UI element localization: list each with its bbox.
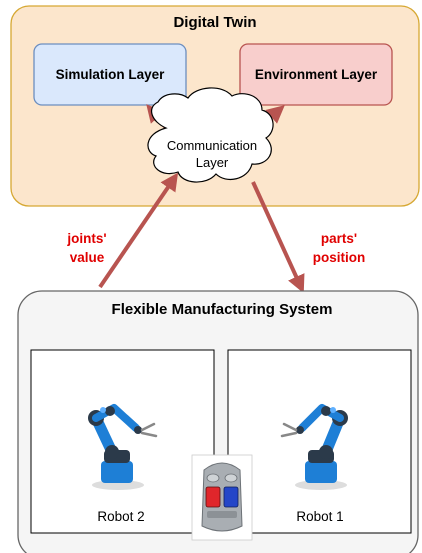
joints-value-label-line2: value: [70, 250, 105, 265]
arrow-joints-value: [98, 172, 179, 289]
robot-1-label: Robot 1: [296, 509, 343, 524]
environment-layer-box: [239, 43, 393, 106]
parts-position-label-line1: parts': [321, 231, 357, 246]
communication-layer-label-line1: Communication: [167, 138, 257, 153]
robot-2-image: [88, 404, 158, 490]
fms-title: Flexible Manufacturing System: [112, 301, 333, 318]
environment-layer-label: Environment Layer: [255, 67, 378, 82]
simulation-layer-label: Simulation Layer: [56, 67, 166, 82]
robot-2-label: Robot 2: [97, 509, 144, 524]
joints-value-label-line1: joints': [66, 231, 106, 246]
communication-layer-cloud: [147, 87, 274, 183]
robot-1-image: [280, 404, 348, 490]
communication-layer-label-line2: Layer: [196, 155, 229, 170]
robot-2-panel: [30, 349, 215, 534]
digital-twin-title: Digital Twin: [173, 14, 256, 31]
arrow-parts-position: [251, 181, 305, 294]
controller-image: [191, 454, 253, 541]
robot-1-panel: [227, 349, 412, 534]
parts-position-label-line2: position: [313, 250, 366, 265]
simulation-layer-box: [33, 43, 187, 106]
